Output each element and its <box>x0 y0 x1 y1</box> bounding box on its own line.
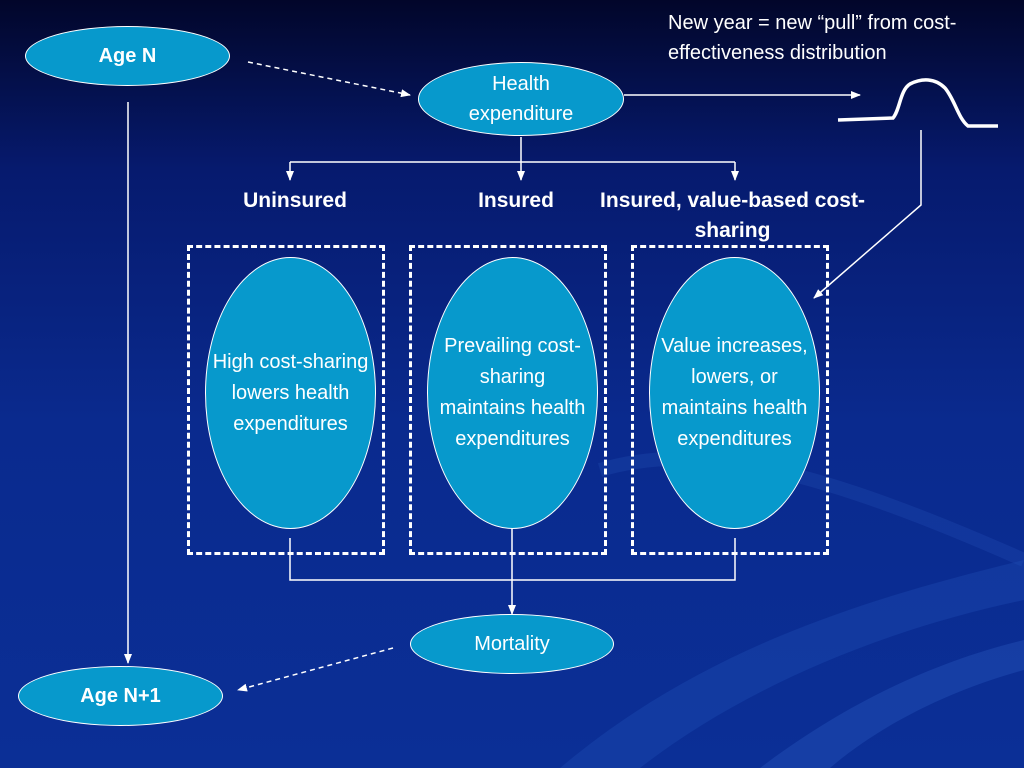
oval-value-based: Value increases, lowers, or maintains he… <box>649 257 820 529</box>
distribution-curve <box>837 78 998 128</box>
oval-high-cost-sharing: High cost-sharing lowers health expendit… <box>205 257 376 529</box>
oval-high-cost-sharing-text: High cost-sharing lowers health expendit… <box>212 350 369 435</box>
oval-value-text: Value increases, lowers, or maintains he… <box>661 335 808 450</box>
node-mortality-label: Mortality <box>474 633 550 655</box>
node-age-n-plus-1: Age N+1 <box>18 666 223 726</box>
label-insured: Insured <box>478 189 554 212</box>
arrow-mortality-to-age <box>237 647 394 692</box>
node-mortality: Mortality <box>410 614 614 674</box>
note-new-year-pull: New year = new “pull” from cost-effectiv… <box>668 12 957 64</box>
label-uninsured: Uninsured <box>243 189 347 212</box>
node-health-expenditure: Health expenditure <box>418 62 624 136</box>
group-box-uninsured <box>187 245 385 555</box>
arrow-age-to-expenditure <box>247 61 411 98</box>
label-insured-value-based: Insured, value-based cost-sharing <box>600 189 865 242</box>
oval-prevailing-text: Prevailing cost-sharing maintains health… <box>439 335 586 450</box>
node-age-n-label: Age N <box>98 45 157 67</box>
arrow-distribution-to-value <box>813 130 922 299</box>
group-box-insured <box>409 245 607 555</box>
node-age-n: Age N <box>25 26 230 86</box>
oval-prevailing-cost-sharing: Prevailing cost-sharing maintains health… <box>427 257 598 529</box>
node-health-expenditure-label: Health expenditure <box>468 73 574 125</box>
group-box-value-based <box>631 245 829 555</box>
node-age-n-plus-1-label: Age N+1 <box>80 685 161 707</box>
